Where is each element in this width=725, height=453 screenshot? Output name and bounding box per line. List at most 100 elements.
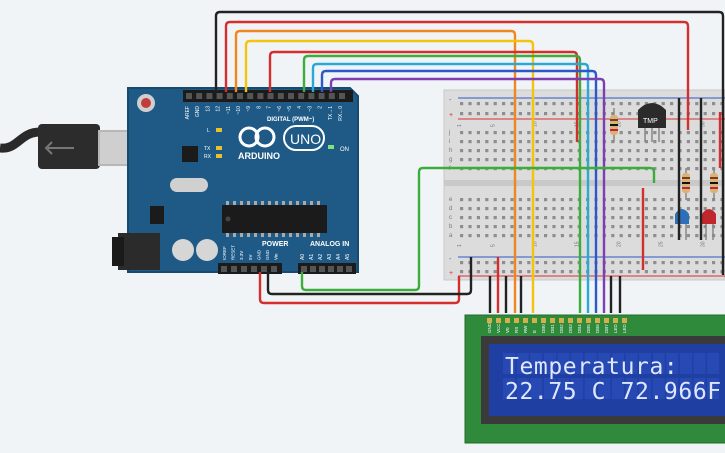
- breadboard-hole[interactable]: [502, 112, 506, 116]
- breadboard-hole[interactable]: [560, 131, 564, 135]
- breadboard-hole[interactable]: [485, 131, 489, 135]
- breadboard-hole[interactable]: [518, 112, 522, 116]
- breadboard-hole[interactable]: [686, 131, 690, 135]
- breadboard-hole[interactable]: [703, 102, 707, 106]
- breadboard-hole[interactable]: [628, 149, 632, 153]
- arduino-board[interactable]: ARDUINO UNO DIGITAL (PWM~) POWER ANALOG …: [112, 87, 359, 274]
- breadboard-hole[interactable]: [636, 102, 640, 106]
- breadboard-hole[interactable]: [527, 131, 531, 135]
- breadboard-hole[interactable]: [619, 234, 623, 238]
- breadboard-hole[interactable]: [670, 261, 674, 265]
- breadboard-hole[interactable]: [460, 234, 464, 238]
- breadboard-hole[interactable]: [670, 270, 674, 274]
- breadboard-hole[interactable]: [518, 102, 522, 106]
- breadboard-hole[interactable]: [636, 234, 640, 238]
- breadboard-hole[interactable]: [686, 140, 690, 144]
- breadboard-hole[interactable]: [518, 270, 522, 274]
- breadboard-hole[interactable]: [670, 167, 674, 171]
- pin-hole[interactable]: [308, 93, 315, 99]
- breadboard-hole[interactable]: [611, 112, 615, 116]
- pin-hole[interactable]: [251, 266, 257, 272]
- breadboard-hole[interactable]: [552, 102, 556, 106]
- breadboard-hole[interactable]: [552, 261, 556, 265]
- pin-hole[interactable]: [216, 93, 223, 99]
- wire-purple[interactable]: [329, 77, 606, 313]
- breadboard-hole[interactable]: [644, 198, 648, 202]
- breadboard-hole[interactable]: [502, 158, 506, 162]
- breadboard-hole[interactable]: [552, 149, 556, 153]
- breadboard-hole[interactable]: [686, 198, 690, 202]
- breadboard-hole[interactable]: [695, 158, 699, 162]
- breadboard-hole[interactable]: [527, 270, 531, 274]
- breadboard-hole[interactable]: [476, 225, 480, 229]
- breadboard-hole[interactable]: [569, 198, 573, 202]
- breadboard-hole[interactable]: [703, 158, 707, 162]
- breadboard-hole[interactable]: [510, 261, 514, 265]
- pin-hole[interactable]: [288, 93, 294, 99]
- breadboard-hole[interactable]: [527, 140, 531, 144]
- breadboard-hole[interactable]: [560, 198, 564, 202]
- pin-hole[interactable]: [318, 93, 325, 99]
- breadboard-hole[interactable]: [552, 225, 556, 229]
- breadboard-hole[interactable]: [527, 261, 531, 265]
- wires[interactable]: [214, 10, 725, 313]
- breadboard-hole[interactable]: [611, 140, 615, 144]
- breadboard-hole[interactable]: [527, 225, 531, 229]
- usb-cable[interactable]: [0, 124, 140, 169]
- breadboard-hole[interactable]: [535, 131, 539, 135]
- breadboard-hole[interactable]: [468, 225, 472, 229]
- lcd-pin[interactable]: [532, 318, 537, 323]
- pin-hole[interactable]: [257, 93, 264, 99]
- breadboard-hole[interactable]: [493, 216, 497, 220]
- breadboard-hole[interactable]: [712, 207, 716, 211]
- breadboard-hole[interactable]: [485, 112, 489, 116]
- breadboard-hole[interactable]: [476, 131, 480, 135]
- breadboard-hole[interactable]: [560, 261, 564, 265]
- breadboard-hole[interactable]: [686, 270, 690, 274]
- breadboard-hole[interactable]: [636, 270, 640, 274]
- resistor[interactable]: [610, 108, 618, 142]
- breadboard-hole[interactable]: [619, 112, 623, 116]
- wire-cyan[interactable]: [311, 62, 590, 313]
- lcd-pin[interactable]: [496, 318, 501, 323]
- breadboard-hole[interactable]: [661, 234, 665, 238]
- breadboard-hole[interactable]: [644, 140, 648, 144]
- breadboard-hole[interactable]: [703, 198, 707, 202]
- breadboard-hole[interactable]: [661, 261, 665, 265]
- breadboard-hole[interactable]: [510, 149, 514, 153]
- breadboard-hole[interactable]: [670, 234, 674, 238]
- wire-blue[interactable]: [320, 69, 598, 313]
- pin-hole[interactable]: [328, 266, 334, 272]
- breadboard-hole[interactable]: [712, 140, 716, 144]
- breadboard-hole[interactable]: [712, 112, 716, 116]
- breadboard-hole[interactable]: [569, 225, 573, 229]
- breadboard-hole[interactable]: [476, 270, 480, 274]
- breadboard-hole[interactable]: [703, 140, 707, 144]
- breadboard-hole[interactable]: [544, 234, 548, 238]
- breadboard-hole[interactable]: [518, 131, 522, 135]
- breadboard-hole[interactable]: [502, 102, 506, 106]
- breadboard-hole[interactable]: [460, 158, 464, 162]
- breadboard-hole[interactable]: [653, 216, 657, 220]
- breadboard-hole[interactable]: [569, 270, 573, 274]
- pin-hole[interactable]: [241, 266, 247, 272]
- breadboard-hole[interactable]: [628, 102, 632, 106]
- breadboard-hole[interactable]: [493, 270, 497, 274]
- breadboard-hole[interactable]: [653, 225, 657, 229]
- breadboard-hole[interactable]: [712, 261, 716, 265]
- breadboard-hole[interactable]: [560, 149, 564, 153]
- breadboard-hole[interactable]: [628, 216, 632, 220]
- breadboard-hole[interactable]: [644, 225, 648, 229]
- breadboard-hole[interactable]: [686, 167, 690, 171]
- breadboard-hole[interactable]: [569, 261, 573, 265]
- breadboard-hole[interactable]: [552, 270, 556, 274]
- breadboard-hole[interactable]: [535, 158, 539, 162]
- breadboard-hole[interactable]: [476, 158, 480, 162]
- breadboard-hole[interactable]: [535, 112, 539, 116]
- breadboard-hole[interactable]: [703, 112, 707, 116]
- breadboard-hole[interactable]: [476, 140, 480, 144]
- breadboard-hole[interactable]: [686, 261, 690, 265]
- pin-hole[interactable]: [231, 266, 237, 272]
- breadboard-hole[interactable]: [695, 207, 699, 211]
